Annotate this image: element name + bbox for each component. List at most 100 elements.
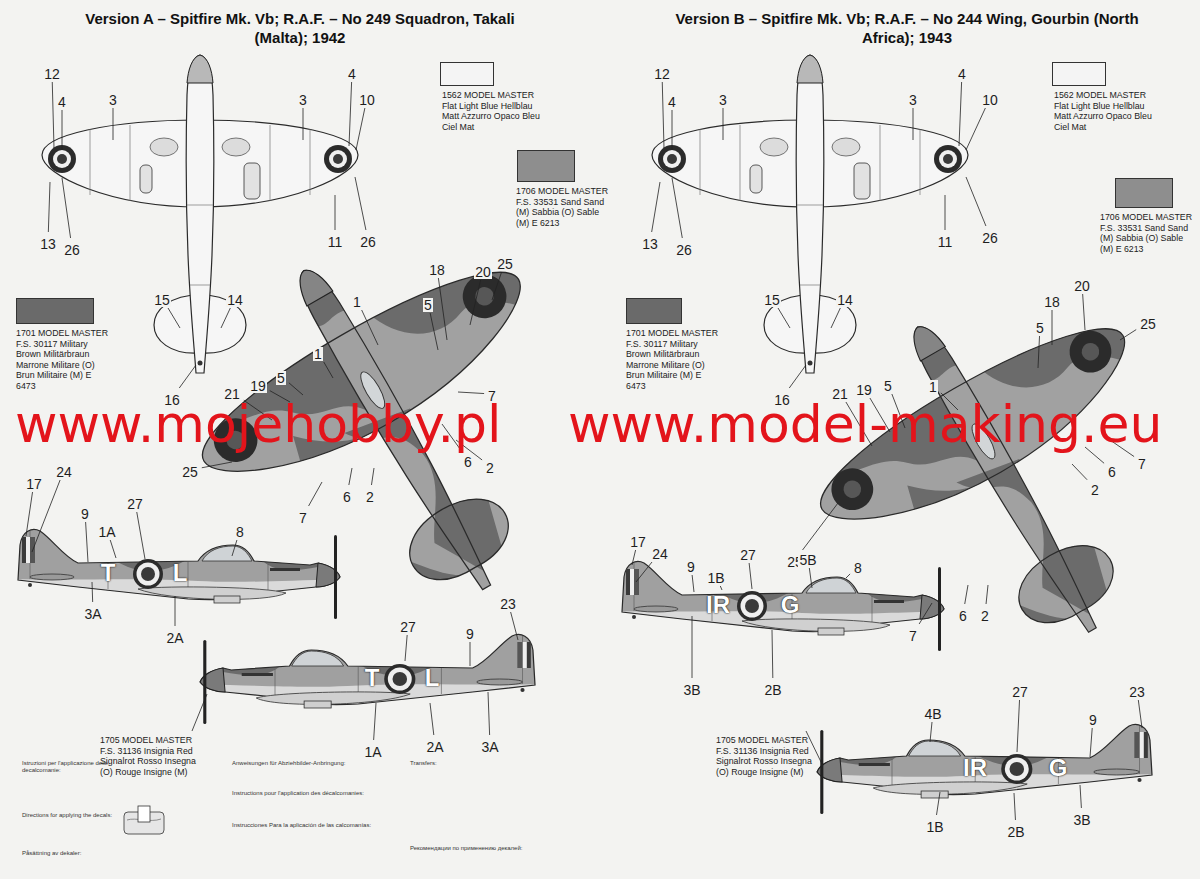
leader-line (749, 563, 752, 589)
version-heading: Version B – Spitfire Mk. Vb; R.A.F. – No… (672, 10, 1142, 48)
callout-number: 9 (1088, 713, 1098, 727)
callout-number: 3 (298, 93, 308, 107)
callout-number: 19 (855, 383, 873, 397)
leader-line (720, 586, 722, 590)
callout-number: 25 (181, 465, 199, 479)
leader-line (1038, 336, 1040, 368)
callout-number: 5B (798, 553, 817, 567)
leader-line (662, 82, 664, 148)
leader-line (232, 540, 237, 556)
color-swatch (1052, 62, 1106, 86)
callout-number: 6 (1107, 463, 1117, 481)
color-swatch (16, 298, 94, 324)
paint-callout: 1705 MODEL MASTER F.S. 31136 Insignia Re… (716, 735, 812, 777)
leader-line (335, 195, 336, 230)
aircraft-code-letter: L (425, 666, 440, 690)
callout-number: 1B (706, 569, 725, 587)
callout-number: 7 (908, 629, 918, 643)
callout-number: 16 (773, 393, 791, 407)
callout-number: 2 (980, 607, 990, 625)
paint-name: 1562 MODEL MASTER Flat Light Blue Hellbl… (1054, 90, 1154, 132)
callout-number: 1A (97, 525, 116, 539)
paint-name: 1706 MODEL MASTER F.S. 33531 Sand Sand (… (516, 186, 612, 228)
aircraft-code-letter: T (365, 666, 380, 690)
callout-number: 3A (83, 607, 102, 621)
callout-number: 18 (428, 261, 446, 279)
callout-number: 2B (1006, 823, 1025, 841)
callout-number: 7 (298, 509, 308, 527)
aircraft-code-letter: T (101, 561, 116, 585)
callout-number: 7 (487, 389, 497, 403)
leader-line (113, 108, 114, 140)
decal-instruction: Instructions pour l'application des déca… (232, 790, 392, 797)
callout-number: 4 (957, 65, 967, 83)
leader-line (179, 365, 196, 388)
decal-instruction: Рекомендации по применению декалей: (410, 845, 580, 852)
paint-name: 1562 MODEL MASTER Flat Light Blue Hellbl… (442, 90, 542, 132)
leader-line (930, 722, 932, 742)
callout-number: 13 (39, 237, 57, 251)
leader-line (470, 642, 471, 666)
callout-number: 13 (641, 237, 659, 251)
leader-line (831, 308, 840, 328)
callout-number: 5 (276, 369, 286, 387)
leader-line (959, 82, 962, 146)
callout-number: 6 (342, 490, 352, 504)
callout-number: 5 (423, 296, 433, 314)
legend-entry: 1706 MODEL MASTER F.S. 33531 Sand Sand (… (516, 186, 612, 230)
callout-number: 9 (80, 505, 90, 523)
leader-line (1052, 310, 1053, 345)
legend-entry: 1701 MODEL MASTER F.S. 30117 Military Br… (16, 328, 112, 393)
callout-number: 24 (651, 547, 669, 561)
callout-number: 6 (463, 455, 473, 469)
callout-number: 9 (1088, 711, 1098, 729)
leader-line (48, 182, 50, 232)
callout-number: 3B (1072, 813, 1091, 827)
callout-number: 11 (937, 235, 954, 249)
callout-number: 20 (474, 263, 492, 281)
callout-number: 7 (1137, 455, 1147, 473)
callout-number: 27 (126, 495, 144, 513)
leader-line (919, 603, 932, 624)
callout-number: 12 (653, 65, 671, 83)
aircraft-code-letter: IR (963, 756, 987, 780)
callout-number: 2 (980, 609, 990, 623)
legend-entry: 1562 MODEL MASTER Flat Light Blue Hellbl… (442, 90, 542, 134)
color-swatch (626, 298, 682, 324)
aircraft-code-letter: IR (963, 756, 987, 780)
decal-instruction: Transfers: (410, 760, 580, 767)
callout-number: 6 (958, 609, 968, 623)
callout-number: 9 (80, 507, 90, 521)
legend-entry: 1706 MODEL MASTER F.S. 33531 Sand Sand (… (1100, 212, 1196, 256)
leader-line (1138, 700, 1142, 728)
callout-number: 8 (853, 561, 863, 575)
callout-number: 2B (1006, 825, 1025, 839)
leader-line (168, 308, 180, 328)
callout-number: 4B (923, 707, 942, 721)
leader-line (405, 635, 407, 661)
leader-line (492, 272, 502, 300)
decal-instruction: Directions for applying the decals: (22, 812, 114, 819)
callout-number: 11 (327, 235, 344, 249)
callout-number: 15 (153, 291, 171, 309)
leader-line (913, 108, 914, 140)
callout-number: 14 (226, 291, 244, 309)
color-swatch (440, 62, 494, 86)
callout-number: 13 (641, 235, 659, 253)
leader-line (438, 278, 447, 340)
legend-entry: 1701 MODEL MASTER F.S. 30117 Military Br… (626, 328, 722, 393)
version-heading: Version A – Spitfire Mk. Vb; R.A.F. – No… (65, 10, 535, 48)
callout-number: 21 (831, 385, 849, 403)
callout-number: 2A (425, 738, 444, 756)
callout-number: 9 (686, 558, 696, 576)
leader-line (966, 177, 986, 226)
callout-number: 2 (1090, 481, 1100, 499)
decal-instruction: Påsättning av dekaler: (22, 850, 114, 857)
callout-number: 27 (399, 618, 417, 636)
leader-line (986, 585, 988, 604)
callout-number: 12 (43, 65, 61, 83)
side-view (617, 547, 957, 667)
callout-number: 5 (883, 377, 893, 395)
callout-number: 12 (43, 67, 61, 81)
callout-number: 11 (937, 233, 954, 251)
